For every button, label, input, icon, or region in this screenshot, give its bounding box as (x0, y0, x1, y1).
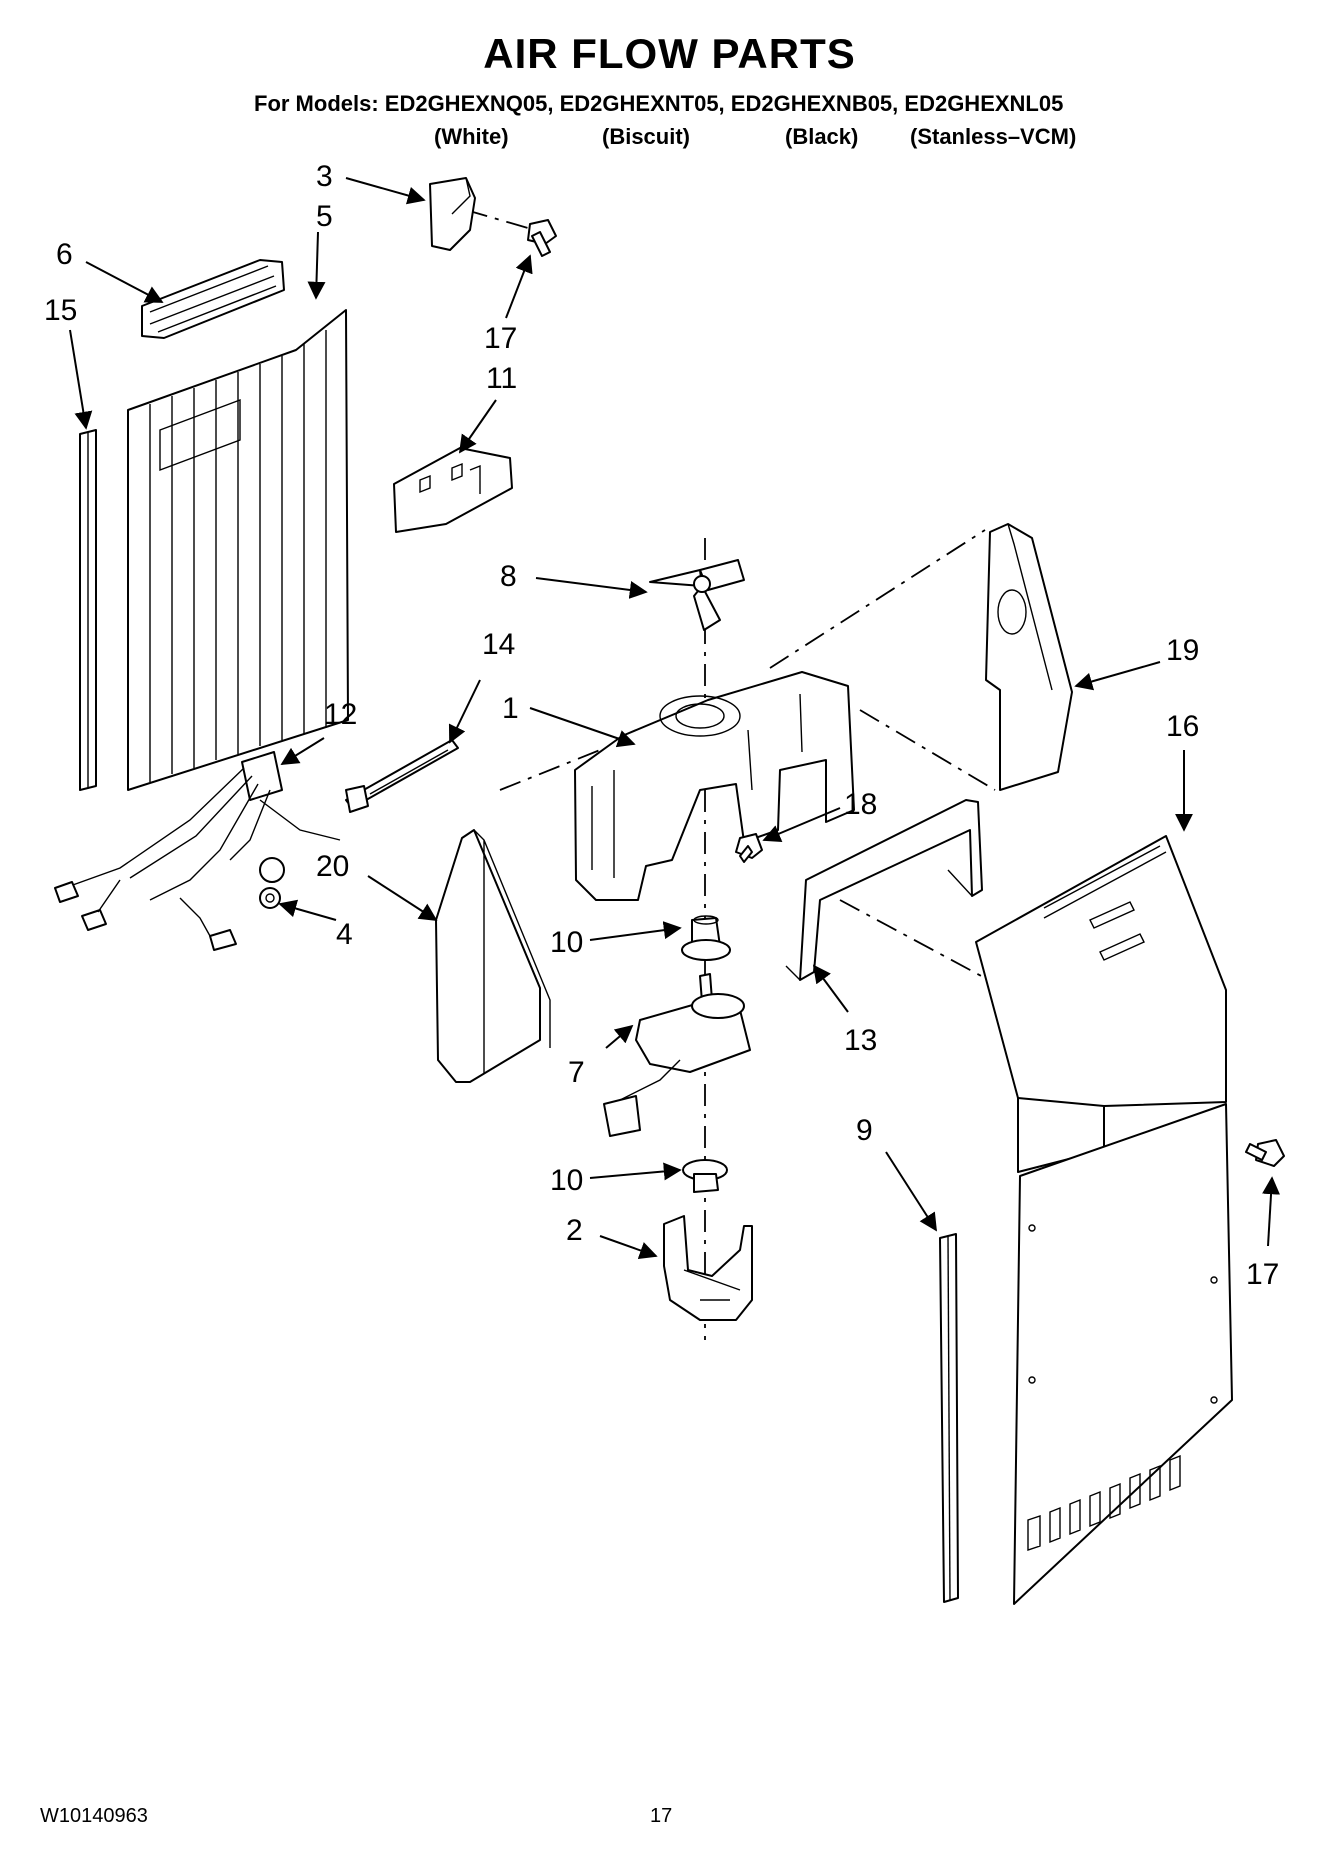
part-15-seal-strip (79, 429, 97, 791)
part-2-motor-bracket (663, 1215, 753, 1321)
part-20-duct-panel (435, 829, 551, 1083)
part-10-lower-grommet (682, 1159, 728, 1193)
part-6-bracket (141, 259, 285, 339)
callout-10-upper: 10 (550, 926, 583, 959)
variant-white: (White) (434, 124, 509, 149)
callout-5: 5 (316, 200, 333, 233)
part-12-wire-harness (54, 751, 341, 951)
models-line: For Models: ED2GHEXNQ05, ED2GHEXNT05, ED… (254, 91, 1064, 116)
callout-6: 6 (56, 238, 73, 271)
callout-13: 13 (844, 1024, 877, 1057)
callout-8: 8 (500, 560, 517, 593)
callout-16: 16 (1166, 710, 1199, 743)
callout-19: 19 (1166, 634, 1199, 667)
part-13-frame (785, 799, 983, 981)
part-11-damper (393, 447, 513, 533)
assembly-lines (465, 209, 996, 1340)
variant-biscuit: (Biscuit) (602, 124, 690, 149)
callout-15: 15 (44, 294, 77, 327)
part-16-duct-cover (975, 835, 1233, 1605)
part-9-seal-strip (939, 1233, 959, 1603)
callout-7: 7 (568, 1056, 585, 1089)
callout-12: 12 (324, 698, 357, 731)
callout-17-right: 17 (1246, 1258, 1279, 1291)
callout-17-top: 17 (484, 322, 517, 355)
callout-1: 1 (502, 692, 519, 725)
part-5-panel (127, 309, 349, 791)
part-17-screw-top (527, 219, 557, 257)
variant-stainless: (Stanless–VCM) (910, 124, 1077, 149)
leader-lines (69, 177, 1281, 1260)
document-number: W10140963 (40, 1805, 148, 1827)
callout-20: 20 (316, 850, 349, 883)
part-4-grommet (259, 887, 281, 909)
page-number: 17 (650, 1805, 673, 1827)
part-7-fan-motor (603, 973, 751, 1137)
callout-2: 2 (566, 1214, 583, 1247)
callout-10-lower: 10 (550, 1164, 583, 1197)
variant-black: (Black) (785, 124, 859, 149)
part-1-fan-housing (574, 671, 855, 901)
part-3-clip (429, 177, 476, 251)
part-17-screw-right (1245, 1139, 1285, 1167)
callout-9: 9 (856, 1114, 873, 1147)
part-18-screw (735, 833, 763, 863)
callout-14: 14 (482, 628, 515, 661)
part-10-upper-grommet (681, 915, 731, 961)
callout-3: 3 (316, 160, 333, 193)
page-title: AIR FLOW PARTS (483, 30, 856, 77)
part-14-cable-tie (345, 739, 459, 813)
callout-4: 4 (336, 918, 353, 951)
callout-18: 18 (844, 788, 877, 821)
part-19-cover (985, 523, 1073, 791)
callout-labels: 3 5 6 15 17 11 8 14 1 12 19 16 18 20 4 1… (44, 160, 1279, 1291)
part-8-fan-blade (649, 559, 745, 631)
callout-11: 11 (486, 362, 517, 395)
